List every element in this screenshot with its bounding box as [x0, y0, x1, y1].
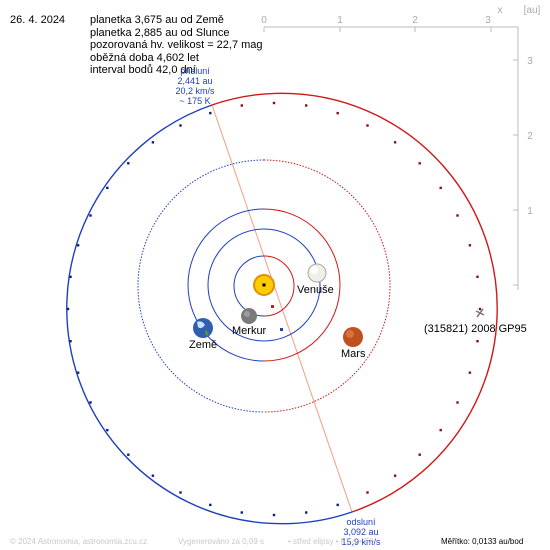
earth-orbit-far	[263, 208, 341, 362]
x-tick-label: 1	[337, 15, 343, 26]
orbit-point	[393, 141, 397, 144]
info-line: oběžná doba 4,602 let	[90, 51, 199, 64]
orbit-point	[456, 214, 459, 217]
orbit-point	[468, 244, 472, 247]
orbit-point	[336, 111, 339, 115]
venus-icon	[307, 263, 327, 283]
orbit-point	[69, 275, 72, 278]
perihelion-title: přísluní	[180, 66, 210, 76]
mercury-orbit-far	[263, 255, 295, 317]
perihelion-label: přísluní 2,441 au 20,2 km/s ~ 175 K	[160, 66, 230, 106]
mars-orbit-near	[137, 159, 265, 413]
orbit-point	[76, 244, 80, 247]
x-tick-label: 0	[261, 15, 267, 26]
orbit-point	[366, 491, 369, 494]
orbit-point	[240, 511, 243, 514]
orbit-point	[456, 401, 459, 404]
mars-label: Mars	[341, 348, 366, 360]
orbit-point	[468, 371, 472, 374]
venus-label: Venuše	[297, 284, 334, 296]
footer-scale: Měřítko: 0,0133 au/bod	[441, 537, 524, 546]
venus-orbit	[207, 228, 321, 342]
orbit-point	[106, 186, 109, 190]
orbit-point	[151, 474, 155, 477]
orbit-point	[366, 124, 369, 127]
orbit-point	[89, 401, 92, 404]
info-line: planetka 2,885 au od Slunce	[90, 26, 230, 39]
earth-orbit-near	[187, 208, 265, 362]
orbit-point	[127, 453, 130, 456]
mars-icon	[343, 327, 363, 347]
orbit-point	[393, 474, 397, 477]
asteroid-label: (315821) 2008 GP95	[424, 323, 527, 335]
earth-icon	[193, 318, 213, 338]
orbit-point	[439, 428, 442, 432]
perihelion-distance: 2,441 au	[177, 76, 213, 86]
orbit-point	[209, 111, 212, 115]
orbit-point	[418, 453, 421, 456]
mercury-icon	[241, 308, 257, 324]
perihelion-speed: 20,2 km/s	[175, 86, 215, 96]
orbit-point	[336, 503, 339, 507]
x-axis-ticks	[263, 27, 492, 32]
orbit-point	[151, 141, 155, 144]
y-tick-label: 1	[527, 206, 533, 217]
focus-f1-marker	[262, 283, 266, 287]
orbit-point	[209, 503, 212, 507]
x-axis-unit: x	[498, 5, 503, 16]
orbit-point	[439, 186, 442, 190]
orbit-point	[418, 162, 421, 165]
focus-f2-marker	[280, 328, 283, 331]
orbit-point	[66, 307, 70, 311]
aphelion-distance: 3,092 au	[343, 527, 379, 537]
mercury-label: Merkur	[232, 325, 267, 337]
orbit-point	[69, 340, 72, 343]
orbit-point	[76, 371, 80, 374]
y-tick-label: 3	[527, 56, 533, 67]
y-axis-unit: [au]	[524, 5, 541, 16]
orbit-point	[106, 428, 109, 432]
y-axis-ticks	[513, 59, 518, 286]
orbit-point	[478, 307, 482, 311]
orbit-point	[89, 214, 92, 217]
orbit-point	[127, 162, 130, 165]
ellipse-center-marker	[271, 305, 274, 308]
footer-copyright: © 2024 Astronomia, astronomia.zcu.cz	[10, 537, 148, 546]
asteroid-orbit-far	[211, 92, 498, 513]
orbit-point	[272, 101, 276, 105]
asteroid-orbit-points	[66, 101, 482, 517]
footer-legend: • střed elipsy • F1 a • F2	[288, 537, 374, 546]
asteroid-icon	[475, 308, 485, 318]
orbit-point	[305, 104, 308, 107]
orbit-point	[476, 275, 479, 278]
apsis-line	[211, 104, 353, 513]
info-line: planetka 3,675 au od Země	[90, 14, 224, 26]
y-tick-label: 2	[527, 131, 533, 142]
info-line: pozorovaná hv. velikost = 22,7 mag	[90, 39, 263, 51]
footer-generated: Vygenerováno za 0,09 s	[178, 537, 264, 546]
aphelion-title: odsluní	[346, 517, 376, 527]
aphelion-speed: 15,9 km/s	[341, 537, 381, 547]
asteroid-orbit-near	[66, 104, 353, 525]
aphelion-label: odsluní 3,092 au 15,9 km/s	[326, 517, 396, 547]
date-label: 26. 4. 2024	[10, 14, 66, 26]
x-tick-label: 2	[412, 15, 418, 26]
orbit-point	[305, 511, 308, 514]
orbit-point	[272, 513, 276, 517]
orbit-point	[476, 340, 479, 343]
orbit-point	[179, 491, 182, 494]
perihelion-temperature: ~ 175 K	[179, 96, 211, 106]
x-tick-label: 3	[485, 15, 491, 26]
orbit-point	[179, 124, 182, 127]
info-line: interval bodů 42,0 dní	[90, 64, 196, 76]
earth-label: Země	[189, 339, 218, 351]
orbit-point	[240, 104, 243, 107]
